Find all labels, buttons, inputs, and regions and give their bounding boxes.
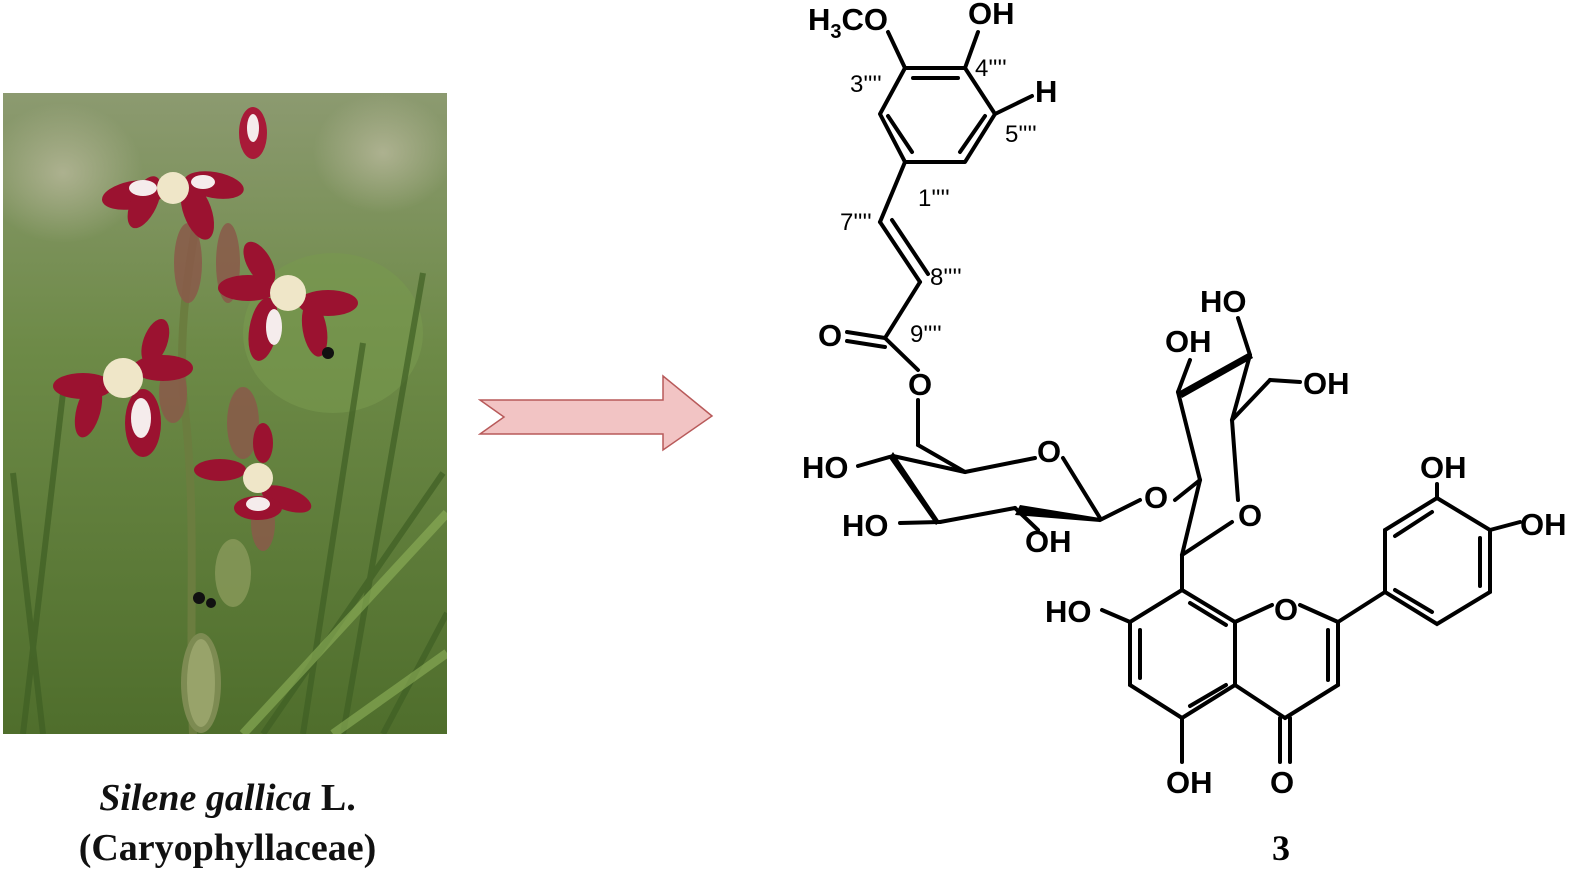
glc-ho-4-label: HO	[802, 450, 849, 485]
position-9-label: 9''''	[910, 321, 942, 348]
position-7-label: 7''''	[840, 209, 872, 236]
ring-h-label: H	[1035, 74, 1057, 109]
species-caption: Silene gallica L.	[0, 776, 455, 820]
glycosidic-o-label: O	[1144, 480, 1168, 515]
c-glc-ho-top-label: HO	[1200, 284, 1247, 319]
glucose-ring-bonds	[856, 452, 1142, 532]
carbonyl-o-label: O	[818, 318, 842, 353]
c-glc-oh-3-label: OH	[1165, 324, 1212, 359]
b-ring-oh-3-label: OH	[1420, 450, 1467, 485]
feruloyl-ring-bonds	[845, 30, 1034, 474]
c-glc-oh-6-label: OH	[1303, 366, 1350, 401]
top-oh-label: OH	[968, 0, 1015, 31]
b-ring-bonds	[1383, 482, 1522, 627]
c-glc-ring-o-label: O	[1238, 498, 1262, 533]
b-ring-oh-4-label: OH	[1520, 507, 1567, 542]
position-8-label: 8''''	[930, 264, 962, 291]
position-5-label: 5''''	[1005, 121, 1037, 148]
silene-gallica-photo-icon	[3, 93, 447, 734]
glc-ho-3-label: HO	[842, 508, 889, 543]
c-ring-o-label: O	[1274, 592, 1298, 627]
glc-ring-o-label: O	[1037, 434, 1061, 469]
right-chevron-arrow-icon	[478, 374, 714, 452]
ester-o-label: O	[908, 367, 932, 402]
compound-structure: H3CO OH H O O O HO HO OH O HO OH OH O HO…	[802, 0, 1567, 868]
methoxy-label: H3CO	[808, 2, 888, 43]
position-3-label: 3''''	[850, 71, 882, 98]
species-name: Silene gallica	[99, 777, 312, 819]
species-authority: L.	[320, 777, 356, 819]
compound-number: 3	[1272, 828, 1290, 868]
family-caption: (Caryophyllaceae)	[78, 827, 377, 869]
a-ring-oh-5-label: OH	[1166, 765, 1213, 800]
a-ring-ho-7-label: HO	[1045, 594, 1092, 629]
ketone-o-label: O	[1270, 765, 1294, 800]
plant-photo	[3, 93, 447, 734]
flavone-core-bonds	[1100, 587, 1387, 764]
position-1-label: 1''''	[918, 185, 950, 212]
position-4-label: 4''''	[975, 55, 1007, 82]
glc-oh-2-label: OH	[1025, 524, 1072, 559]
arrow-shape	[478, 374, 714, 452]
c-glucose-ring-bonds	[1173, 316, 1302, 592]
